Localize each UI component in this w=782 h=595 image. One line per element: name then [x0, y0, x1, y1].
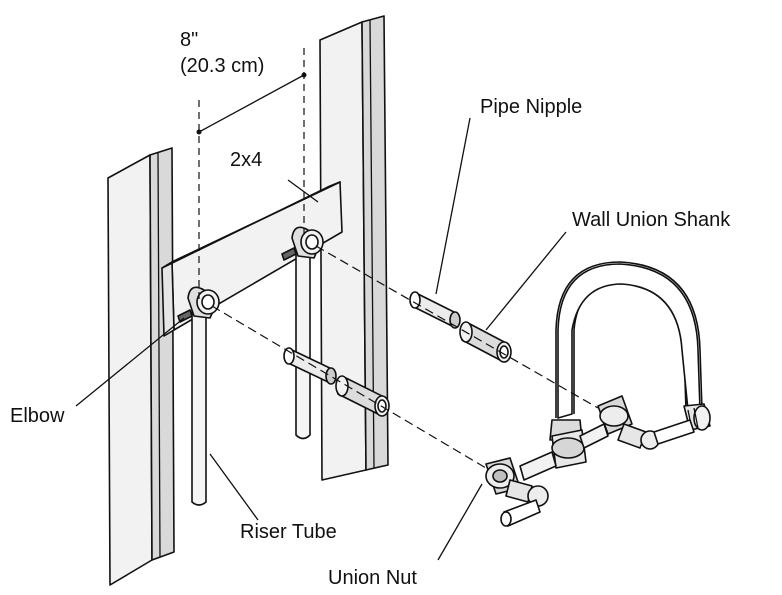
elbow-left [177, 286, 220, 323]
riser-tube-label: Riser Tube [240, 521, 337, 543]
dimension-cm-label: (20.3 cm) [180, 55, 264, 77]
faucet-assembly [485, 261, 711, 527]
lumber-2x4-label: 2x4 [230, 149, 262, 171]
wall-union-shank-label: Wall Union Shank [572, 209, 731, 231]
dimension-line [196, 72, 307, 135]
union-nut-label: Union Nut [328, 567, 417, 589]
pipe-nipple-front [283, 347, 337, 385]
pipe-nipple-label: Pipe Nipple [480, 96, 582, 118]
wall-union-shank-rear [459, 321, 512, 363]
leader-lines [75, 117, 567, 561]
centerlines [198, 48, 599, 469]
elbow-label: Elbow [10, 405, 65, 427]
pipe-nipple-rear [409, 291, 461, 329]
riser-tube-right [295, 249, 311, 440]
elbow-right [281, 226, 324, 261]
right-wall-stud [319, 15, 389, 481]
dimension-inches-label: 8" [180, 29, 198, 51]
gooseneck-spout [555, 261, 703, 418]
left-wall-stud [107, 147, 175, 586]
riser-tube-left [191, 309, 207, 506]
